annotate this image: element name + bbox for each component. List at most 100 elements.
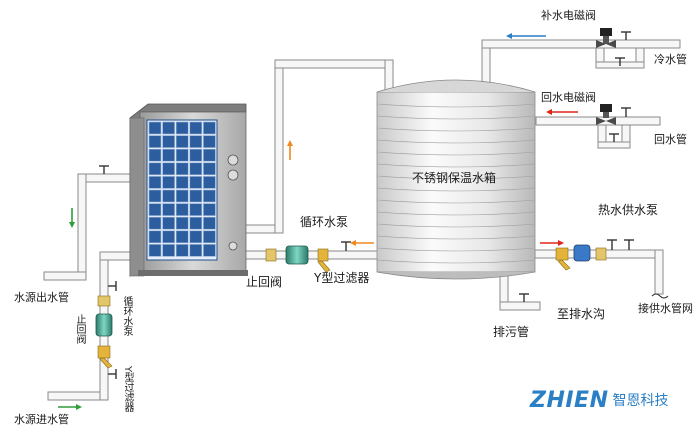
flow-arrow-icon — [58, 33, 578, 410]
fin-cell — [148, 216, 162, 230]
tank-ring — [376, 127, 536, 132]
fin-cell — [148, 162, 162, 176]
tank-ring — [376, 175, 536, 180]
valve-icon[interactable] — [108, 281, 117, 291]
fin-cell — [148, 135, 162, 148]
fin-cell — [175, 216, 189, 230]
solenoid-valve-icon[interactable] — [596, 28, 616, 48]
fin-cell — [203, 203, 216, 216]
circulation-pump-label: 循环水泵 — [300, 215, 349, 229]
solenoid-valve-icon[interactable] — [596, 104, 616, 125]
check-valve-icon[interactable] — [97, 295, 111, 307]
heat-pump-unit — [129, 103, 248, 277]
fin-cell — [162, 121, 175, 135]
insulated-tank — [376, 79, 536, 280]
pump-icon[interactable] — [95, 313, 113, 337]
fin-cell — [189, 230, 203, 244]
fin-cell — [203, 162, 216, 176]
port-icon — [228, 241, 238, 251]
pipe-circulation — [242, 250, 384, 260]
vertical-pump-label: 循环水泵 — [121, 296, 132, 336]
valve-icon[interactable] — [99, 165, 109, 174]
fin-cell — [148, 230, 162, 244]
tank-ring — [376, 151, 536, 156]
fin-cell — [162, 148, 175, 162]
brand-en: ZHIEN — [530, 388, 609, 413]
return-valve-label: 回水电磁阀 — [541, 91, 596, 104]
tank-ring — [376, 139, 536, 144]
fin-cell — [162, 230, 175, 244]
fin-cell — [203, 230, 216, 244]
fin-cell — [162, 162, 175, 176]
fin-cell — [162, 189, 175, 203]
y-filter-label: Y型过滤器 — [314, 271, 370, 285]
filter-icon[interactable] — [317, 248, 331, 273]
sewage-pipe-label: 排污管 — [493, 325, 530, 339]
pipe-drain-h — [499, 301, 541, 311]
pipe-source-out-h2 — [43, 271, 87, 281]
tank-ring — [376, 223, 536, 228]
fin-cell — [175, 135, 189, 148]
fin-cell — [162, 216, 175, 230]
filter-icon[interactable] — [97, 345, 113, 369]
fin-cell — [203, 189, 216, 203]
cold-pipe-label: 冷水管 — [654, 53, 687, 66]
fin-cell — [203, 176, 216, 189]
fin-cell — [175, 230, 189, 244]
check-valve-icon[interactable] — [595, 247, 607, 261]
fin-cell — [189, 162, 203, 176]
fin-cell — [148, 189, 162, 203]
fin-cell — [189, 176, 203, 189]
filter-icon[interactable] — [555, 247, 571, 271]
fin-cell — [189, 203, 203, 216]
valve-icon[interactable] — [341, 241, 351, 251]
tank-ring — [376, 199, 536, 204]
valve-icon[interactable] — [108, 369, 117, 379]
hot-pump-label: 热水供水泵 — [598, 203, 659, 217]
makeup-valve-label: 补水电磁阀 — [541, 9, 596, 22]
valve-icon[interactable] — [621, 107, 631, 117]
fin-grid — [146, 119, 218, 261]
check-valve-icon[interactable] — [265, 248, 277, 262]
pump-icon[interactable] — [285, 245, 309, 265]
fin-cell — [175, 162, 189, 176]
fin-cell — [162, 176, 175, 189]
tank-ring — [376, 235, 536, 240]
pump-icon[interactable] — [573, 244, 591, 262]
fin-cell — [189, 135, 203, 148]
pipe-unit-up-v — [274, 59, 284, 234]
valve-icon[interactable] — [615, 57, 625, 66]
fin-cell — [203, 148, 216, 162]
tilde-icon — [651, 293, 669, 299]
brand-cn: 智恩科技 — [612, 393, 669, 409]
check-valve-label: 止回阀 — [246, 275, 283, 289]
tank-ring — [376, 247, 536, 252]
fin-cell — [175, 203, 189, 216]
tank-ring — [376, 115, 536, 120]
fin-cell — [203, 135, 216, 148]
tank-ring — [376, 103, 536, 108]
fin-cell — [162, 244, 175, 257]
fin-cell — [175, 176, 189, 189]
fin-cell — [189, 216, 203, 230]
fin-cell — [162, 135, 175, 148]
pipe-top-down — [384, 59, 394, 91]
valve-icon[interactable] — [519, 293, 529, 302]
valve-icon[interactable] — [609, 133, 619, 142]
drain-ditch-label: 至排水沟 — [557, 307, 606, 321]
tank-ring — [376, 163, 536, 168]
fan-port-icon — [227, 154, 239, 166]
pipe-cold-h — [481, 39, 681, 49]
valve-icon[interactable] — [624, 239, 634, 250]
source-in-label: 水源进水管 — [14, 413, 69, 426]
fin-cell — [148, 176, 162, 189]
fan-port-icon — [227, 169, 239, 181]
supply-network-label: 接供水管网 — [638, 302, 693, 315]
valve-icon[interactable] — [607, 239, 617, 250]
valve-icon[interactable] — [621, 31, 631, 40]
fin-cell — [148, 203, 162, 216]
fin-cell — [203, 216, 216, 230]
fin-cell — [175, 189, 189, 203]
